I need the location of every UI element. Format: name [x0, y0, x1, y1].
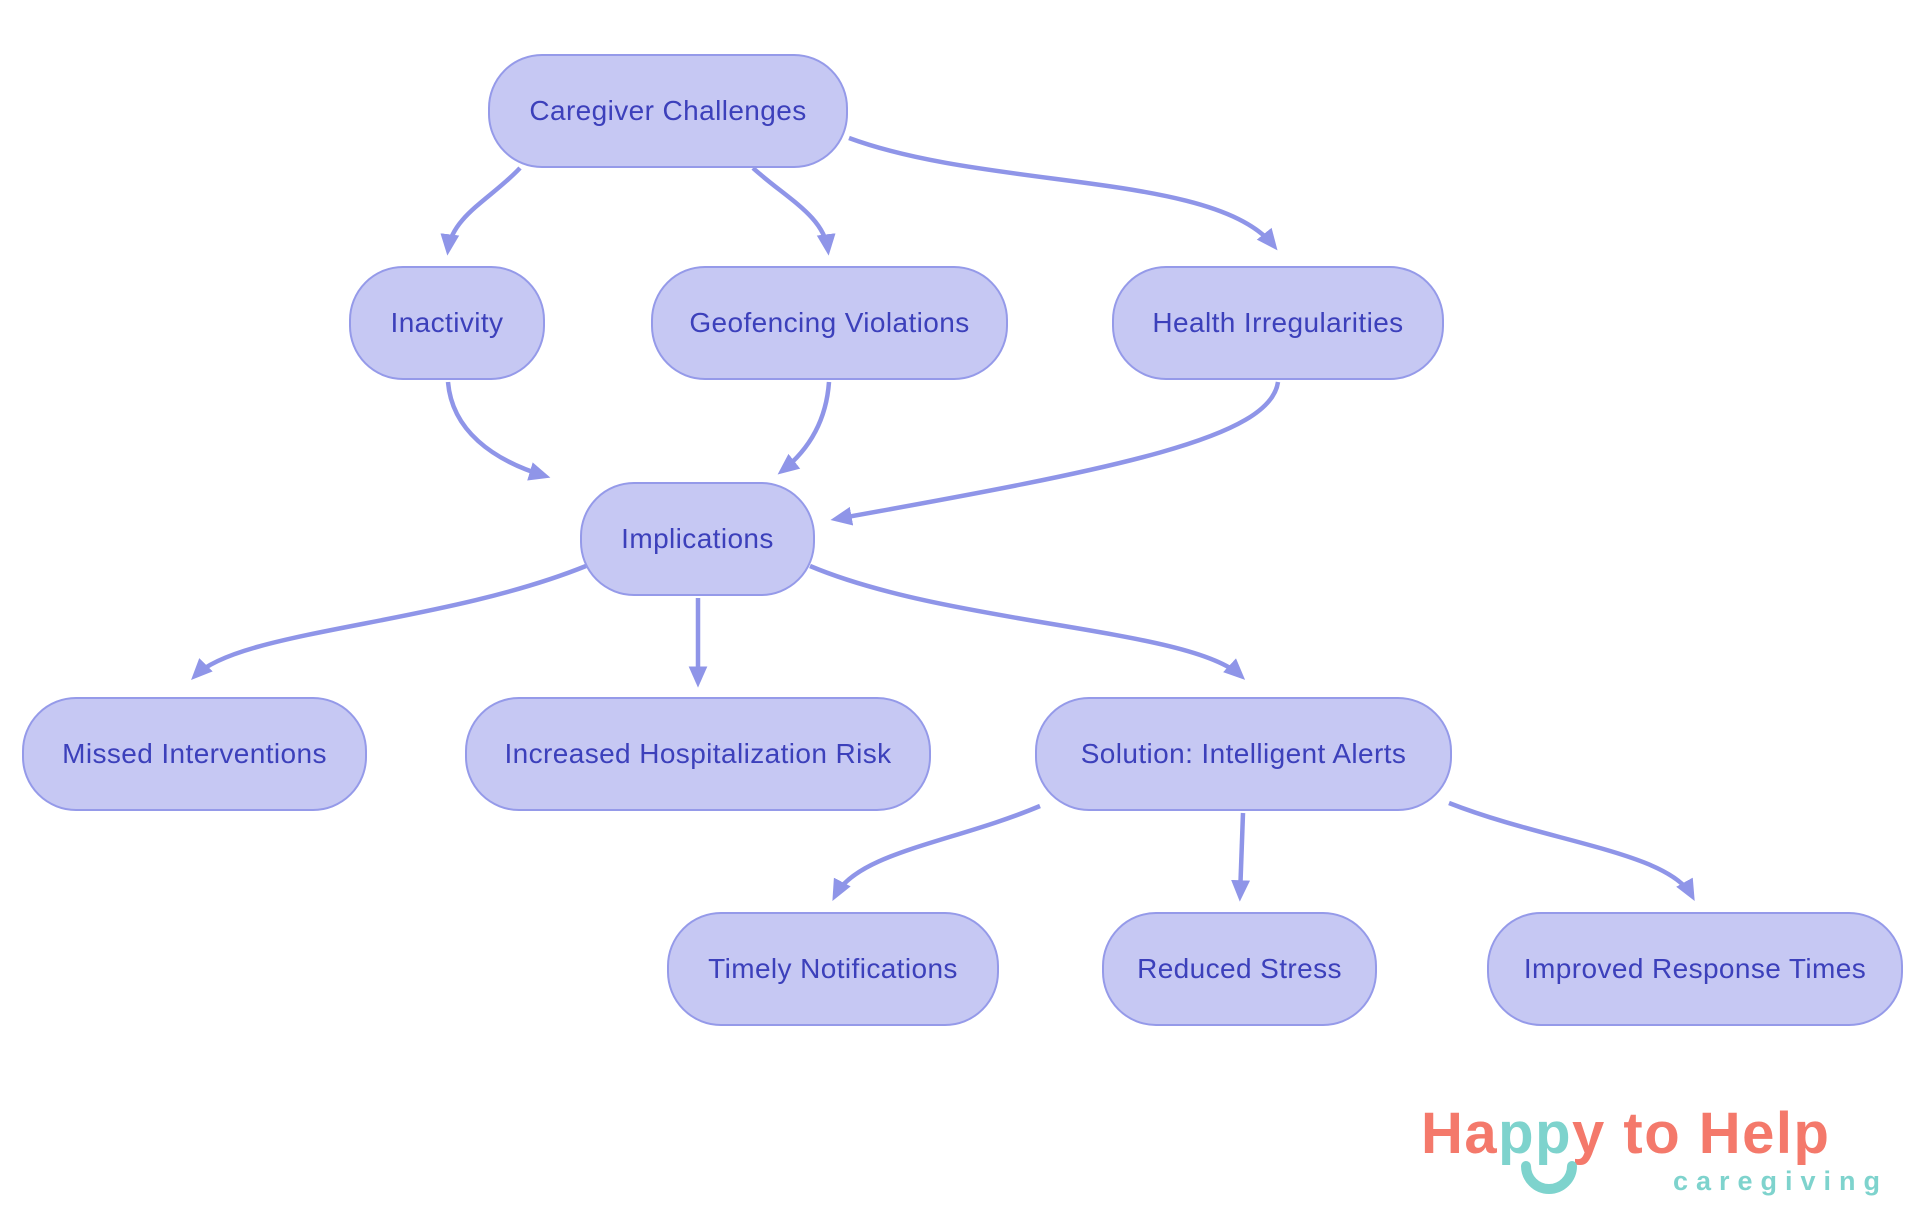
edge-caregiver-challenges-to-inactivity — [440, 166, 522, 256]
node-label-geofencing-violations: Geofencing Violations — [689, 307, 970, 338]
node-caregiver-challenges: Caregiver Challenges — [488, 54, 848, 168]
logo-part-ha: Ha — [1421, 1101, 1499, 1166]
logo-part-y: y — [1572, 1101, 1606, 1166]
node-label-inactivity: Inactivity — [390, 307, 504, 338]
edge-caregiver-challenges-to-geofencing-violations — [751, 166, 836, 256]
logo-wordmark: Happy to Help — [1421, 1100, 1896, 1167]
node-label-caregiver-challenges: Caregiver Challenges — [529, 95, 807, 126]
edge-solution-intelligent-alerts-to-improved-response-times — [1448, 800, 1695, 901]
edge-solution-intelligent-alerts-to-reduced-stress — [1231, 812, 1251, 902]
node-label-implications: Implications — [621, 523, 774, 554]
node-implications: Implications — [580, 482, 815, 596]
edge-inactivity-to-implications — [445, 381, 551, 481]
node-geofencing-violations: Geofencing Violations — [651, 266, 1008, 380]
edge-implications-to-solution-intelligent-alerts — [809, 563, 1246, 680]
edge-caregiver-challenges-to-health-irregularities — [848, 135, 1278, 251]
smile-icon — [1521, 1161, 1577, 1194]
logo-part-pp: pp — [1498, 1101, 1573, 1166]
edge-implications-to-missed-interventions — [191, 563, 587, 681]
node-label-health-irregularities: Health Irregularities — [1152, 307, 1404, 338]
node-label-improved-response-times: Improved Response Times — [1523, 953, 1867, 984]
logo-subtitle: caregiving — [1672, 1166, 1888, 1196]
edge-solution-intelligent-alerts-to-timely-notifications — [832, 803, 1041, 901]
edge-geofencing-violations-to-implications — [777, 381, 832, 475]
node-label-increased-hospitalization-risk: Increased Hospitalization Risk — [504, 738, 892, 769]
brand-logo: Happy to Help caregiving — [1421, 1100, 1896, 1210]
node-label-missed-interventions: Missed Interventions — [62, 738, 327, 769]
node-label-reduced-stress: Reduced Stress — [1137, 953, 1342, 984]
node-improved-response-times: Improved Response Times — [1487, 912, 1903, 1026]
node-increased-hospitalization-risk: Increased Hospitalization Risk — [465, 697, 931, 811]
node-label-timely-notifications: Timely Notifications — [708, 953, 958, 984]
node-solution-intelligent-alerts: Solution: Intelligent Alerts — [1035, 697, 1452, 811]
node-inactivity: Inactivity — [349, 266, 545, 380]
node-health-irregularities: Health Irregularities — [1112, 266, 1444, 380]
node-label-solution-intelligent-alerts: Solution: Intelligent Alerts — [1080, 738, 1407, 769]
node-reduced-stress: Reduced Stress — [1102, 912, 1377, 1026]
edge-health-irregularities-to-implications — [830, 381, 1281, 526]
node-missed-interventions: Missed Interventions — [22, 697, 367, 811]
node-timely-notifications: Timely Notifications — [667, 912, 999, 1026]
logo-part-to-help: to Help — [1605, 1101, 1831, 1166]
